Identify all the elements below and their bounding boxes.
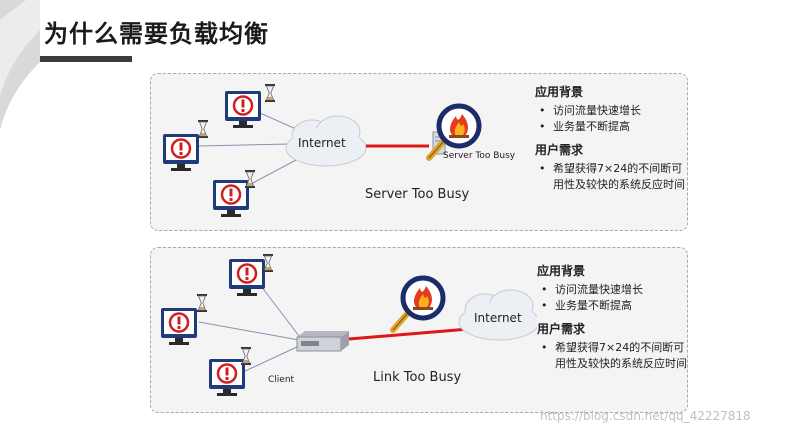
link-line — [348, 327, 470, 341]
section-title-requirement: 用户需求 — [537, 322, 586, 336]
list-item: 业务量不断提高 — [537, 298, 687, 314]
client-link-line — [260, 285, 300, 337]
internet-label: Internet — [298, 136, 346, 150]
background-list: 访问流量快速增长 业务量不断提高 — [537, 282, 687, 314]
info-block: 应用背景 访问流量快速增长 业务量不断提高 用户需求 希望获得7×24的不间断可… — [537, 262, 687, 378]
diagram-caption: Server Too Busy — [365, 187, 470, 202]
corner-decoration — [0, 0, 40, 130]
client-link-line — [198, 321, 300, 341]
link-busy-panel: Internet Client Link Too Busy 应用背景 访问流量快… — [150, 247, 688, 413]
info-block: 应用背景 访问流量快速增长 业务量不断提高 用户需求 希望获得7×24的不间断可… — [535, 83, 687, 199]
client-link-line — [242, 345, 300, 373]
list-item: 希望获得7×24的不间断可用性及较快的系统反应时间 — [535, 161, 687, 193]
diagram-caption: Link Too Busy — [373, 370, 462, 385]
monitor-warning-icon — [223, 89, 263, 130]
monitor-warning-icon — [161, 132, 201, 173]
client-link-line — [246, 159, 297, 187]
server-label: Server Too Busy — [443, 151, 516, 161]
title-underline — [40, 56, 132, 62]
section-title-background: 应用背景 — [537, 264, 586, 278]
client-link-line — [198, 143, 292, 147]
page-title: 为什么需要负载均衡 — [44, 20, 269, 48]
magnifier-fire-icon — [393, 278, 443, 330]
list-item: 业务量不断提高 — [535, 119, 687, 135]
hourglass-icon — [240, 346, 252, 366]
background-list: 访问流量快速增长 业务量不断提高 — [535, 103, 687, 135]
hourglass-icon — [244, 169, 256, 189]
hourglass-icon — [264, 83, 276, 103]
monitor-warning-icon — [211, 178, 251, 219]
list-item: 希望获得7×24的不间断可用性及较快的系统反应时间 — [537, 340, 687, 372]
requirement-list: 希望获得7×24的不间断可用性及较快的系统反应时间 — [537, 340, 687, 372]
list-item: 访问流量快速增长 — [535, 103, 687, 119]
monitor-warning-icon — [227, 257, 267, 298]
switch-icon — [296, 331, 349, 352]
list-item: 访问流量快速增长 — [537, 282, 687, 298]
internet-label: Internet — [474, 311, 522, 325]
hourglass-icon — [196, 293, 208, 313]
requirement-list: 希望获得7×24的不间断可用性及较快的系统反应时间 — [535, 161, 687, 193]
client-label: Client — [268, 375, 295, 385]
monitor-warning-icon — [207, 357, 247, 398]
watermark-text: https://blog.csdn.net/qq_42227818 — [540, 409, 751, 423]
hourglass-icon — [197, 119, 209, 139]
server-busy-diagram — [161, 83, 535, 219]
section-title-requirement: 用户需求 — [535, 143, 584, 157]
server-busy-panel: Internet Server Too Busy Server Too Busy… — [150, 73, 688, 231]
link-busy-diagram — [159, 253, 537, 398]
monitor-warning-icon — [159, 306, 199, 347]
section-title-background: 应用背景 — [535, 85, 584, 99]
